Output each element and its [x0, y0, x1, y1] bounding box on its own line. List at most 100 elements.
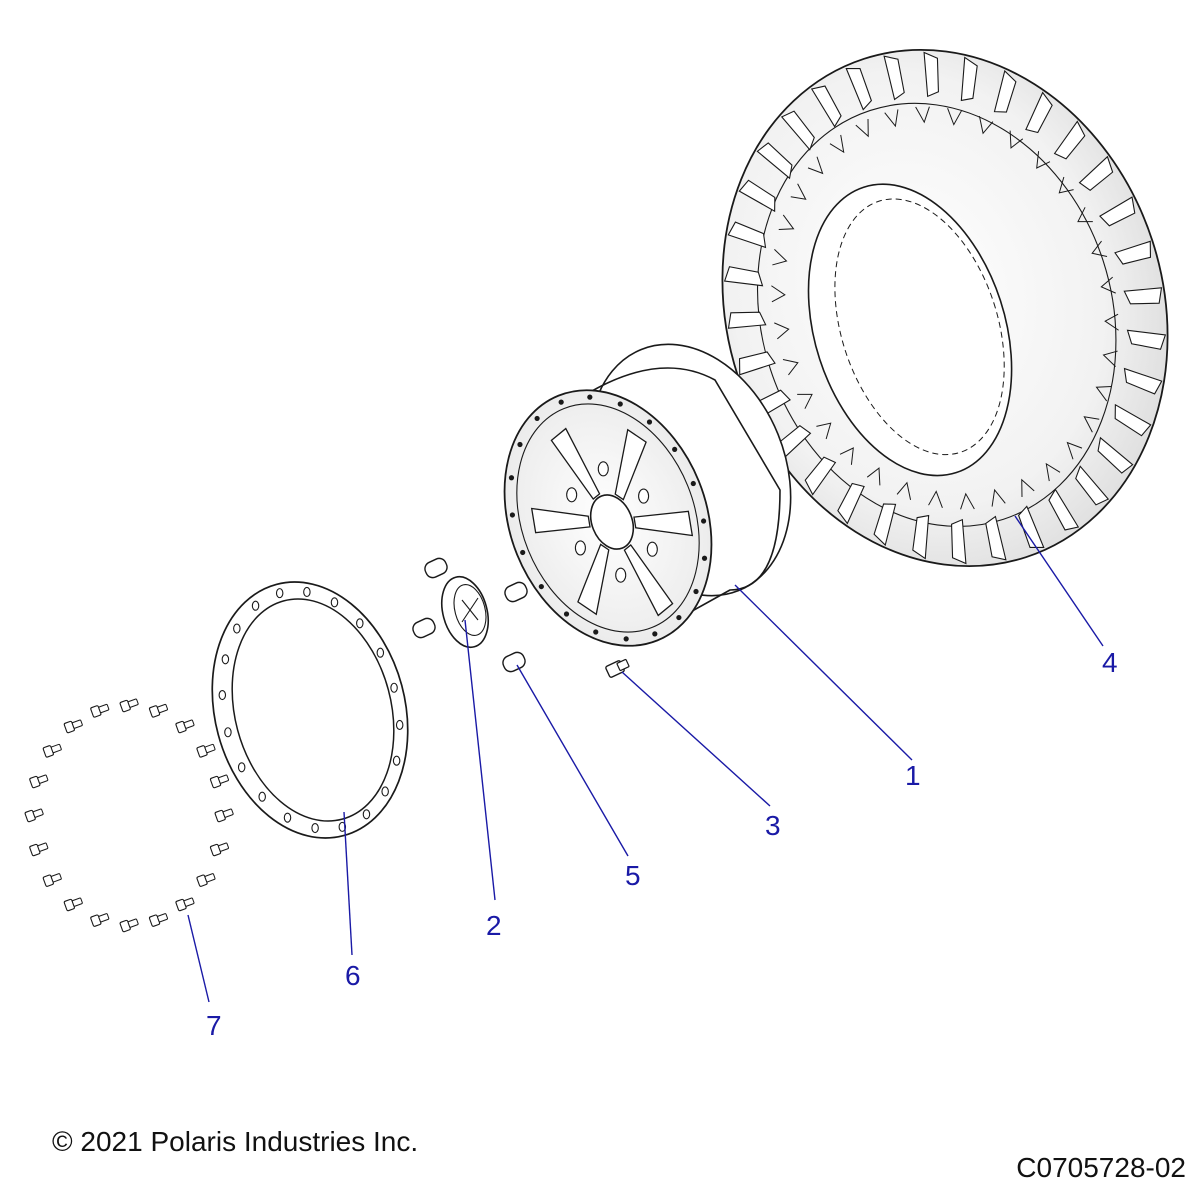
- rim-bolt-hole: [587, 394, 593, 400]
- leader-6: [343, 811, 353, 956]
- ring-bolt-hole: [311, 822, 319, 834]
- rim-bolt-hole: [701, 555, 708, 561]
- callout-2: 2: [486, 910, 502, 941]
- rim-bolt-hole: [690, 480, 696, 487]
- tread-block: [1048, 488, 1080, 531]
- tread-block: [727, 311, 767, 329]
- sidewall-chevron: [991, 488, 1006, 507]
- ring-bolt-hole: [224, 727, 232, 738]
- rim-lug-hole: [615, 567, 627, 583]
- tread-block: [756, 142, 793, 180]
- tread-block: [738, 179, 776, 213]
- beadlock-bolt: [148, 913, 168, 927]
- beadlock-ring: [211, 581, 409, 839]
- sidewall-chevron: [829, 134, 845, 154]
- drawing-number: C0705728-02: [1016, 1152, 1186, 1183]
- beadlock-bolt: [119, 698, 139, 713]
- beadlock-bolt: [90, 703, 110, 718]
- sidewall-chevron: [1021, 478, 1035, 498]
- rim-lug-hole: [566, 487, 578, 503]
- sidewall-chevron: [1102, 350, 1118, 368]
- sidewall-chevron: [1091, 240, 1108, 257]
- ring-bolt-hole: [356, 618, 364, 629]
- sidewall-chevron: [1095, 385, 1112, 402]
- valve-stem: [605, 658, 630, 678]
- rim-bolt-hole: [508, 475, 515, 481]
- ring-bolt-hole: [376, 647, 385, 658]
- tread-block: [1025, 91, 1053, 134]
- leader-lines: [187, 515, 1104, 1003]
- sidewall-chevron: [1066, 441, 1083, 460]
- beadlock-bolt: [29, 842, 49, 857]
- ring-bolt-hole: [381, 786, 389, 797]
- sidewall-chevron: [1045, 462, 1061, 482]
- sidewall-chevron: [928, 490, 943, 508]
- tread-block: [1053, 120, 1086, 160]
- sidewall-chevron: [978, 116, 994, 135]
- tread-block: [960, 56, 978, 102]
- ring-bolt-hole: [392, 755, 401, 766]
- rim-bolt-hole: [563, 611, 570, 617]
- beadlock-bolt: [175, 897, 195, 912]
- beadlock-bolt: [63, 897, 83, 912]
- callout-1: 1: [905, 760, 921, 791]
- sidewall-chevron: [1100, 276, 1116, 294]
- sidewall-chevron: [947, 108, 962, 126]
- tread-block: [1123, 367, 1163, 395]
- sidewall-chevron: [797, 393, 813, 409]
- rim-bolt-hole: [623, 636, 629, 642]
- rim-spoke: [623, 544, 674, 617]
- beadlock-bolt: [196, 743, 216, 758]
- rim-lug-hole: [646, 541, 658, 557]
- ring-bolt-hole: [237, 762, 246, 773]
- sidewall-chevron: [960, 492, 975, 510]
- rim-bolt-hole: [538, 583, 544, 590]
- tread-block: [1114, 240, 1152, 265]
- rim-spoke: [614, 428, 647, 501]
- rim-bolt-hole: [534, 415, 540, 422]
- lug-nut: [504, 581, 528, 603]
- sidewall-chevron: [774, 322, 790, 340]
- beadlock-bolt: [63, 719, 83, 734]
- rim-lug-hole: [638, 488, 650, 504]
- ring-bolt-hole: [221, 654, 230, 665]
- sidewall-chevron: [816, 422, 832, 440]
- tread-block: [993, 69, 1017, 113]
- beadlock-ring-holes: [218, 586, 404, 834]
- ring-bolt-hole: [390, 682, 398, 693]
- rim-spokes: [530, 427, 694, 617]
- tread-block: [985, 515, 1007, 561]
- rim-bolt-hole: [617, 401, 623, 407]
- callout-4: 4: [1102, 647, 1118, 678]
- beadlock-bolt: [29, 774, 49, 789]
- ring-bolt-hole: [258, 791, 266, 802]
- rim-bolt-hole: [700, 518, 707, 524]
- tread-block: [810, 85, 842, 128]
- leader-1: [734, 584, 913, 761]
- rim-bolt-hole: [517, 441, 523, 448]
- tire-bead-opening: [807, 183, 1013, 477]
- tread-block: [1075, 465, 1110, 506]
- sidewall-chevron: [1036, 151, 1051, 169]
- sidewall-chevron: [790, 183, 807, 200]
- sidewall-chevron: [772, 248, 788, 266]
- beadlock-bolt: [42, 873, 62, 887]
- tread-block: [950, 518, 967, 565]
- sidewall-chevron: [1104, 313, 1119, 331]
- tread-block: [883, 55, 905, 101]
- tread-block: [1097, 436, 1134, 474]
- tread-block: [1126, 329, 1167, 350]
- beadlock-bolt: [24, 808, 44, 823]
- tread-block: [912, 514, 930, 560]
- sidewall-chevron: [896, 481, 912, 500]
- tire-inner-wall: [834, 198, 1005, 456]
- tread-block: [1123, 287, 1163, 305]
- leader-5: [516, 664, 629, 857]
- tread-block: [804, 456, 837, 496]
- sidewall-chevron: [1077, 207, 1093, 223]
- sidewall-chevron: [915, 106, 930, 124]
- tread-block: [1114, 403, 1152, 437]
- sidewall-chevron: [1083, 416, 1100, 433]
- tread-block: [738, 351, 776, 376]
